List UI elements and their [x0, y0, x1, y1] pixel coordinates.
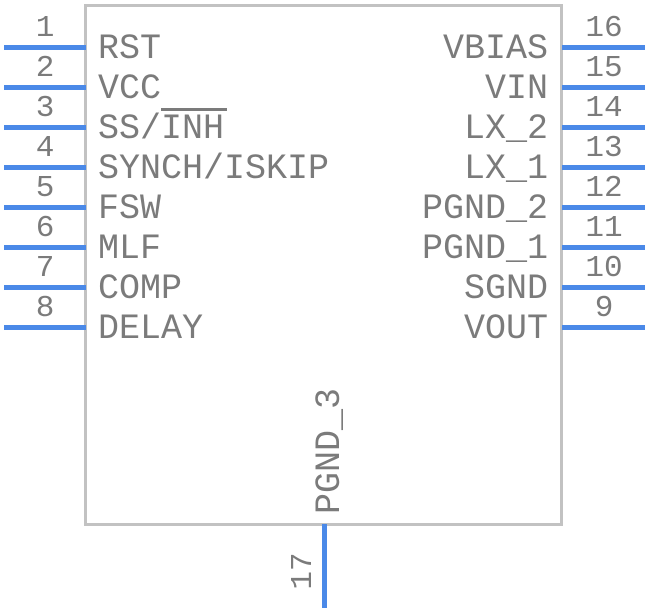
- pin-17-wire: [322, 524, 327, 608]
- pin-4-label: SYNCH/ISKIP: [98, 149, 330, 189]
- pin-11-label: PGND_1: [421, 229, 548, 269]
- pin-8-label: DELAY: [98, 309, 204, 349]
- pin-5-label: FSW: [98, 189, 162, 229]
- pin-15-label: VIN: [484, 69, 548, 109]
- pin-6-wire: [4, 245, 86, 250]
- pin-11-number: 11: [585, 211, 623, 246]
- pin-15-wire: [562, 85, 645, 90]
- pin-5-wire: [4, 205, 86, 210]
- pin-3-number: 3: [35, 91, 55, 126]
- pin-7-label: COMP: [98, 269, 183, 309]
- pin-7-wire: [4, 285, 86, 290]
- pin-4-number: 4: [35, 131, 55, 166]
- pin-14-wire: [562, 125, 645, 130]
- pin-13-number: 13: [585, 131, 623, 166]
- pin-10-number: 10: [585, 251, 623, 286]
- pin-2-wire: [4, 85, 86, 90]
- pin-10-label: SGND: [463, 269, 548, 309]
- pin-9-wire: [562, 325, 645, 330]
- pin-16-label: VBIAS: [442, 29, 548, 69]
- pin-3-wire: [4, 125, 86, 130]
- pin-8-wire: [4, 325, 86, 330]
- pin-9-label: VOUT: [463, 309, 548, 349]
- pin-8-number: 8: [35, 291, 55, 326]
- pin-1-label: RST: [98, 29, 162, 69]
- pin-17-number: 17: [286, 552, 321, 590]
- pin-3-active-low-overline: [161, 108, 227, 111]
- pin-12-label: PGND_2: [421, 189, 548, 229]
- pin-2-number: 2: [35, 51, 55, 86]
- pin-11-wire: [562, 245, 645, 250]
- pin-14-number: 14: [585, 91, 623, 126]
- pin-10-wire: [562, 285, 645, 290]
- pin-6-label: MLF: [98, 229, 162, 269]
- pin-2-label: VCC: [98, 69, 162, 109]
- pin-5-number: 5: [35, 171, 55, 206]
- pin-15-number: 15: [585, 51, 623, 86]
- pin-7-number: 7: [35, 251, 55, 286]
- pin-12-number: 12: [585, 171, 623, 206]
- pin-14-label: LX_2: [463, 109, 548, 149]
- pin-4-wire: [4, 165, 86, 170]
- pin-6-number: 6: [35, 211, 55, 246]
- pin-1-number: 1: [35, 11, 55, 46]
- pin-1-wire: [4, 45, 86, 50]
- pin-9-number: 9: [594, 291, 614, 326]
- pin-16-number: 16: [585, 11, 623, 46]
- pin-17-label: PGND_3: [310, 387, 350, 515]
- pin-16-wire: [562, 45, 645, 50]
- pin-13-label: LX_1: [463, 149, 548, 189]
- pin-3-label: SS/INH: [98, 109, 225, 149]
- pin-13-wire: [562, 165, 645, 170]
- pin-12-wire: [562, 205, 645, 210]
